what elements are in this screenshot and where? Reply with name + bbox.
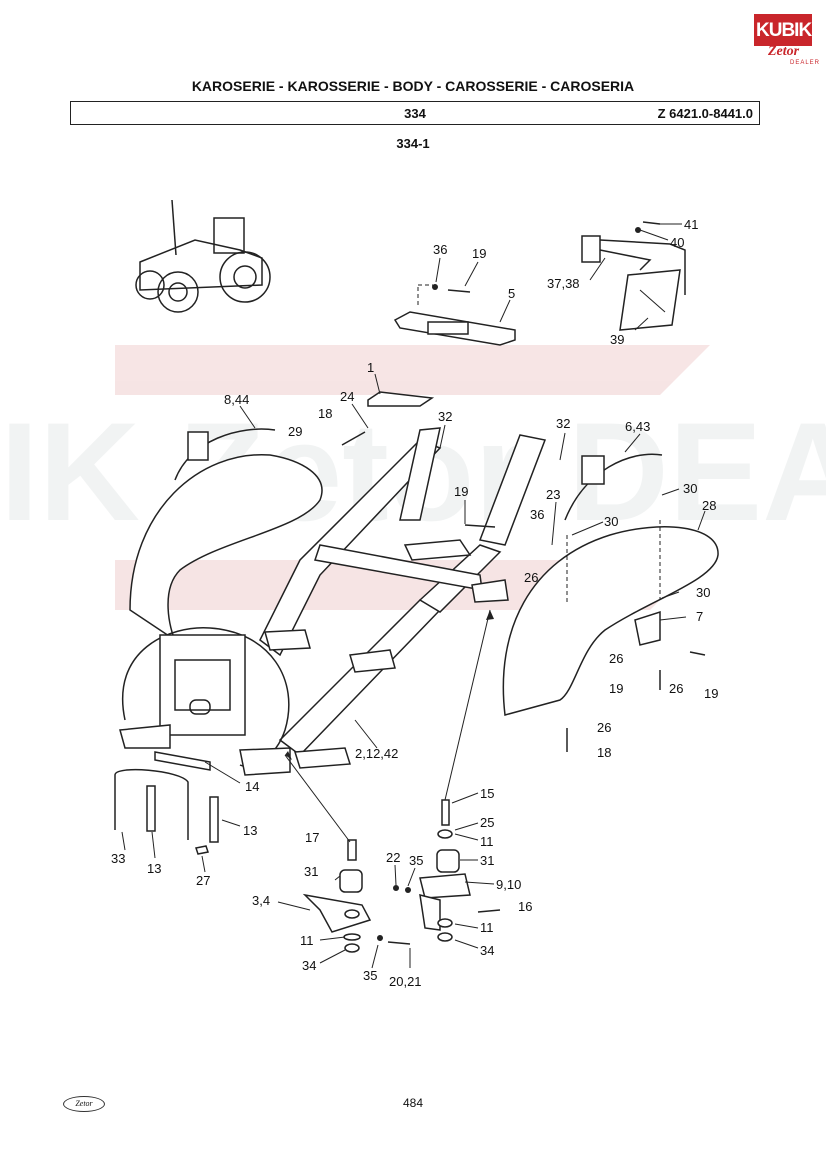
callout-5: 5 — [508, 286, 515, 301]
callout-27: 27 — [196, 873, 210, 888]
callout-9-10: 9,10 — [496, 877, 521, 892]
right-mount-bracket — [393, 799, 501, 942]
section-header-box: 334 Z 6421.0-8441.0 — [70, 101, 760, 125]
main-frame — [259, 427, 547, 769]
arrow-left-mount — [284, 754, 351, 843]
callout-36: 36 — [433, 242, 447, 257]
arrow-right-mount — [444, 609, 491, 801]
callout-13b: 13 — [147, 861, 161, 876]
callout-6-43: 6,43 — [625, 419, 650, 434]
callout-26b: 26 — [609, 651, 623, 666]
callout-13: 13 — [243, 823, 257, 838]
support-plate — [367, 391, 435, 407]
support-strap — [154, 751, 211, 771]
callout-32: 32 — [438, 409, 452, 424]
callout-19: 19 — [472, 246, 486, 261]
callout-35: 35 — [409, 853, 423, 868]
logo-kubik-text: KUBIK — [756, 20, 812, 41]
callout-14: 14 — [245, 779, 259, 794]
callout-34b: 34 — [302, 958, 316, 973]
callout-2-12-42: 2,12,42 — [355, 746, 398, 761]
callout-26d: 26 — [597, 720, 611, 735]
callout-7: 7 — [696, 609, 703, 624]
front-grille-frame — [119, 627, 291, 776]
callout-19c: 19 — [609, 681, 623, 696]
page-number: 484 — [402, 1096, 424, 1110]
callout-15: 15 — [480, 786, 494, 801]
callout-28: 28 — [702, 498, 716, 513]
callout-31b: 31 — [304, 864, 318, 879]
callout-11b: 11 — [480, 920, 494, 935]
callout-26: 26 — [524, 570, 538, 585]
mirror-assembly — [581, 221, 686, 331]
left-fender — [129, 428, 323, 643]
callout-30b: 30 — [604, 514, 618, 529]
callout-36b: 36 — [530, 507, 544, 522]
callout-labels: 41 40 36 19 5 37,38 39 1 8,44 24 18 32 2… — [111, 217, 718, 989]
callout-23: 23 — [546, 487, 560, 502]
callout-29: 29 — [288, 424, 302, 439]
callout-17: 17 — [305, 830, 319, 845]
callout-37-38: 37,38 — [547, 276, 580, 291]
callout-34: 34 — [480, 943, 494, 958]
callout-8-44: 8,44 — [224, 392, 249, 407]
callout-11: 11 — [480, 834, 494, 849]
figure-id: 334-1 — [396, 136, 430, 151]
front-cross-bar — [393, 284, 516, 346]
tractor-illustration — [135, 199, 271, 313]
callout-16: 16 — [518, 899, 532, 914]
logo-background — [754, 14, 812, 46]
callout-11c: 11 — [300, 933, 314, 948]
callout-18: 18 — [318, 406, 332, 421]
callout-24: 24 — [340, 389, 354, 404]
fender-bolts — [341, 431, 706, 752]
callout-40: 40 — [670, 235, 684, 250]
section-number: 334 — [404, 106, 426, 121]
logo-dealer-text: DEALER — [790, 60, 821, 66]
callout-19b: 19 — [454, 484, 468, 499]
footer-zetor-logo: Zetor — [63, 1096, 105, 1112]
callout-32b: 32 — [556, 416, 570, 431]
leader-lines — [121, 223, 706, 969]
callout-19d: 19 — [704, 686, 718, 701]
logo-zetor-text: Zetor — [768, 44, 800, 59]
kubik-zetor-logo: KUBIK Zetor DEALER — [754, 14, 819, 66]
model-code: Z 6421.0-8441.0 — [657, 106, 753, 121]
callout-26c: 26 — [669, 681, 683, 696]
callout-20-21: 20,21 — [389, 974, 422, 989]
callout-3-4: 3,4 — [252, 893, 270, 908]
callout-41: 41 — [684, 217, 698, 232]
callout-30: 30 — [683, 481, 697, 496]
callout-33: 33 — [111, 851, 125, 866]
u-bracket — [114, 768, 219, 855]
callout-18b: 18 — [597, 745, 611, 760]
callout-1: 1 — [367, 360, 374, 375]
callout-30c: 30 — [696, 585, 710, 600]
callout-25: 25 — [480, 815, 494, 830]
right-fender — [502, 453, 719, 716]
callout-39: 39 — [610, 332, 624, 347]
callout-35b: 35 — [363, 968, 377, 983]
callout-31: 31 — [480, 853, 494, 868]
callout-22: 22 — [386, 850, 400, 865]
page-title: KAROSERIE - KAROSSERIE - BODY - CAROSSER… — [191, 78, 635, 94]
